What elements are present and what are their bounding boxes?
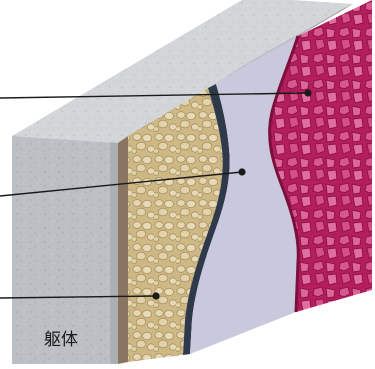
callout-bottom-dot: [152, 292, 159, 299]
callout-middle-dot: [238, 168, 245, 175]
edge-band-layer: [118, 136, 128, 364]
callout-top-dot: [304, 89, 311, 96]
substrate-label: 躯体: [44, 330, 78, 350]
substrate-edge-shade: [110, 142, 118, 364]
